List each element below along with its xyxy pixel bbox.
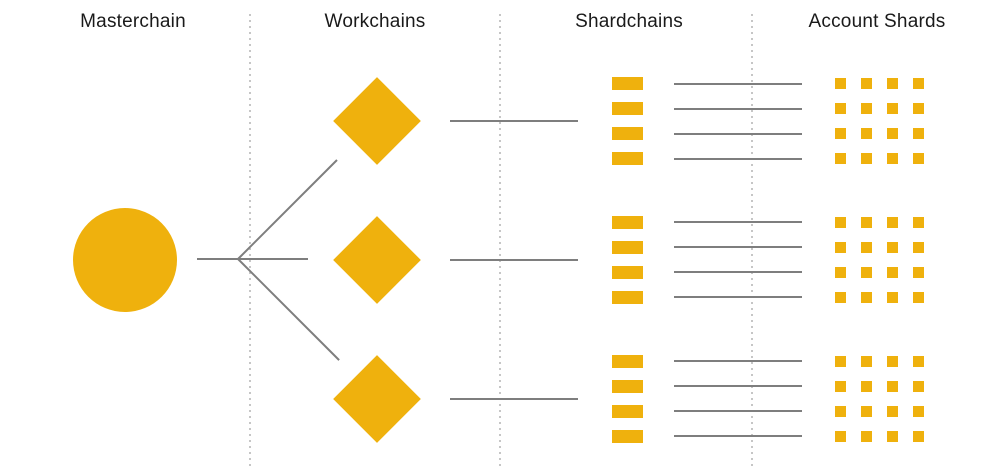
account-shard-square [861, 266, 872, 278]
account-shard-square [913, 380, 924, 392]
column-heading-account-shards: Account Shards [808, 11, 946, 32]
workchain-shard-connector-line [450, 397, 578, 400]
branch-line-horizontal [197, 258, 308, 260]
column-heading-workchains: Workchains [324, 11, 426, 32]
column-divider [499, 14, 501, 466]
account-shard-square [887, 266, 898, 278]
branch-line-up [237, 159, 338, 260]
account-shard-square [861, 355, 872, 367]
account-shard-square [913, 103, 924, 114]
shard-link-line [674, 271, 802, 273]
shard-link-line [674, 107, 802, 110]
account-shard-square [887, 78, 898, 89]
shardchain-block [612, 152, 643, 165]
shardchain-block [612, 127, 643, 140]
account-shard-square [835, 430, 846, 442]
account-shard-square [835, 291, 846, 303]
shardchain-block [612, 404, 643, 418]
shardchain-block [612, 240, 643, 254]
account-shard-square [835, 103, 846, 114]
shard-link-line [674, 132, 802, 135]
account-shard-square [887, 241, 898, 253]
column-divider [751, 14, 753, 466]
account-shard-square [887, 405, 898, 417]
account-shard-square [861, 241, 872, 253]
workchain-shard-connector-line [450, 120, 578, 122]
account-shard-square [913, 430, 924, 442]
account-shard-square [861, 216, 872, 228]
account-shard-square [835, 216, 846, 228]
account-shard-square [861, 291, 872, 303]
shardchain-block [612, 102, 643, 115]
account-shard-square [861, 128, 872, 139]
account-shard-square [913, 78, 924, 89]
shard-link-line [674, 410, 802, 412]
account-shard-square [835, 380, 846, 392]
shardchain-block [612, 354, 643, 368]
workchain-node [333, 215, 421, 304]
account-shard-square [913, 216, 924, 228]
account-shard-square [835, 405, 846, 417]
shard-link-line [674, 82, 802, 85]
account-shard-square [835, 241, 846, 253]
workchain-node [333, 354, 421, 443]
shardchain-block [612, 265, 643, 279]
masterchain-node [73, 208, 177, 312]
account-shard-square [913, 128, 924, 139]
account-shard-square [835, 78, 846, 89]
account-shard-square [887, 291, 898, 303]
account-shard-square [913, 241, 924, 253]
account-shard-square [887, 153, 898, 164]
shard-link-line [674, 296, 802, 298]
account-shard-square [835, 355, 846, 367]
workchain-shard-connector-line [450, 258, 578, 261]
account-shard-square [887, 103, 898, 114]
account-shard-square [887, 216, 898, 228]
account-shard-square [861, 380, 872, 392]
account-shard-square [835, 128, 846, 139]
branch-line-down [237, 258, 340, 361]
account-shard-square [861, 430, 872, 442]
shardchain-block [612, 77, 643, 90]
account-shard-square [887, 430, 898, 442]
shard-link-line [674, 435, 802, 437]
column-heading-shardchains: Shardchains [575, 11, 683, 32]
column-heading-masterchain: Masterchain [80, 11, 186, 32]
shard-link-line [674, 360, 802, 362]
account-shard-square [835, 153, 846, 164]
account-shard-square [861, 103, 872, 114]
shardchain-block [612, 429, 643, 443]
account-shard-square [887, 355, 898, 367]
account-shard-square [835, 266, 846, 278]
shard-link-line [674, 157, 802, 160]
account-shard-square [913, 291, 924, 303]
shardchain-block [612, 215, 643, 229]
shardchain-block [612, 379, 643, 393]
workchain-node [333, 77, 421, 165]
account-shard-square [887, 128, 898, 139]
account-shard-square [861, 78, 872, 89]
account-shard-square [861, 153, 872, 164]
account-shard-square [913, 355, 924, 367]
account-shard-square [913, 266, 924, 278]
column-divider [249, 14, 251, 466]
account-shard-square [861, 405, 872, 417]
account-shard-square [887, 380, 898, 392]
shard-link-line [674, 221, 802, 223]
account-shard-square [913, 405, 924, 417]
shard-link-line [674, 246, 802, 248]
account-shard-square [913, 153, 924, 164]
shardchain-block [612, 290, 643, 304]
shard-link-line [674, 385, 802, 387]
